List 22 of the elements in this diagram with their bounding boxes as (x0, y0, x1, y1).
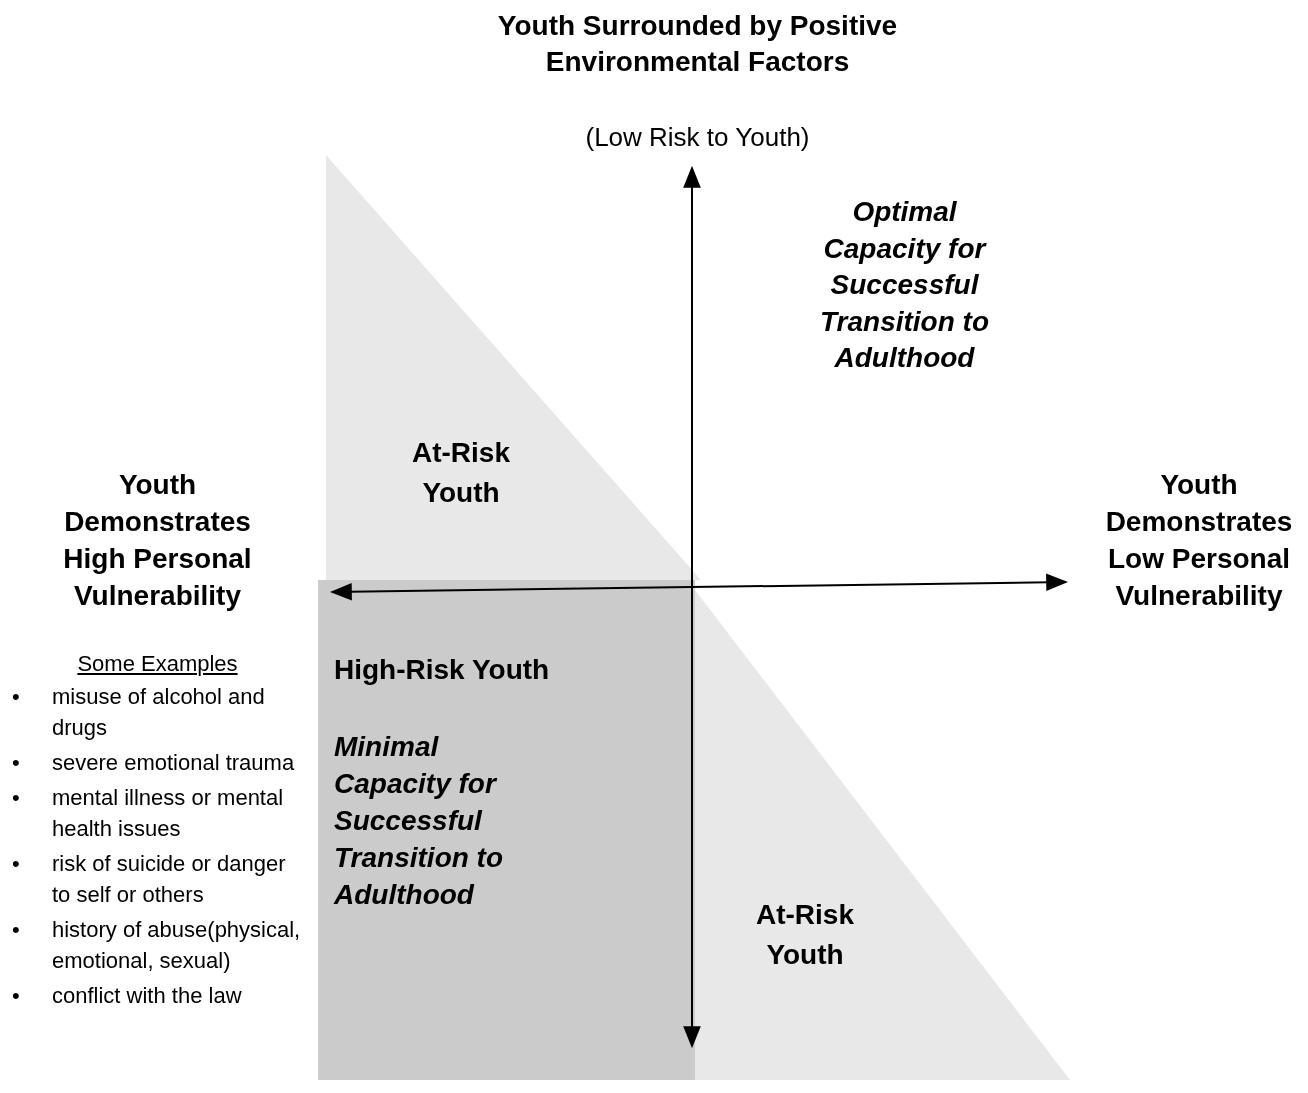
list-item-text: conflict with the law (52, 982, 243, 1010)
bullet-marker: • (11, 784, 21, 812)
list-item-text: severe emotional trauma (52, 749, 296, 777)
axis-label: Youth Demonstrates High Personal Vulnerability (62, 468, 253, 613)
triangle-region (326, 155, 701, 580)
triangle-region (695, 590, 1070, 1080)
bullet-marker: • (11, 916, 21, 944)
rectangle-region (318, 580, 695, 1080)
region-label: At-Risk Youth (755, 898, 855, 972)
bullet-marker: • (11, 982, 21, 1010)
region-label: High-Risk Youth (334, 653, 551, 687)
list-heading: Some Examples (76, 650, 239, 678)
bullet-marker: • (11, 850, 21, 878)
region-description: Minimal Capacity for Successful Transition to Adulthood (334, 730, 505, 912)
axis-label: (Low Risk to Youth) (584, 121, 811, 154)
region-label: At-Risk Youth (411, 436, 511, 510)
axis-label: Youth Surrounded by Positive Environmental Factors (496, 9, 899, 79)
bullet-marker: • (11, 749, 21, 777)
axis-label: Youth Demonstrates Low Personal Vulnerability (1104, 468, 1294, 613)
list-item-text: history of abuse(physical, emotional, sexual) (52, 916, 302, 975)
bullet-marker: • (11, 683, 21, 711)
quadrant-label: Optimal Capacity for Successful Transition to Adulthood (818, 195, 990, 375)
